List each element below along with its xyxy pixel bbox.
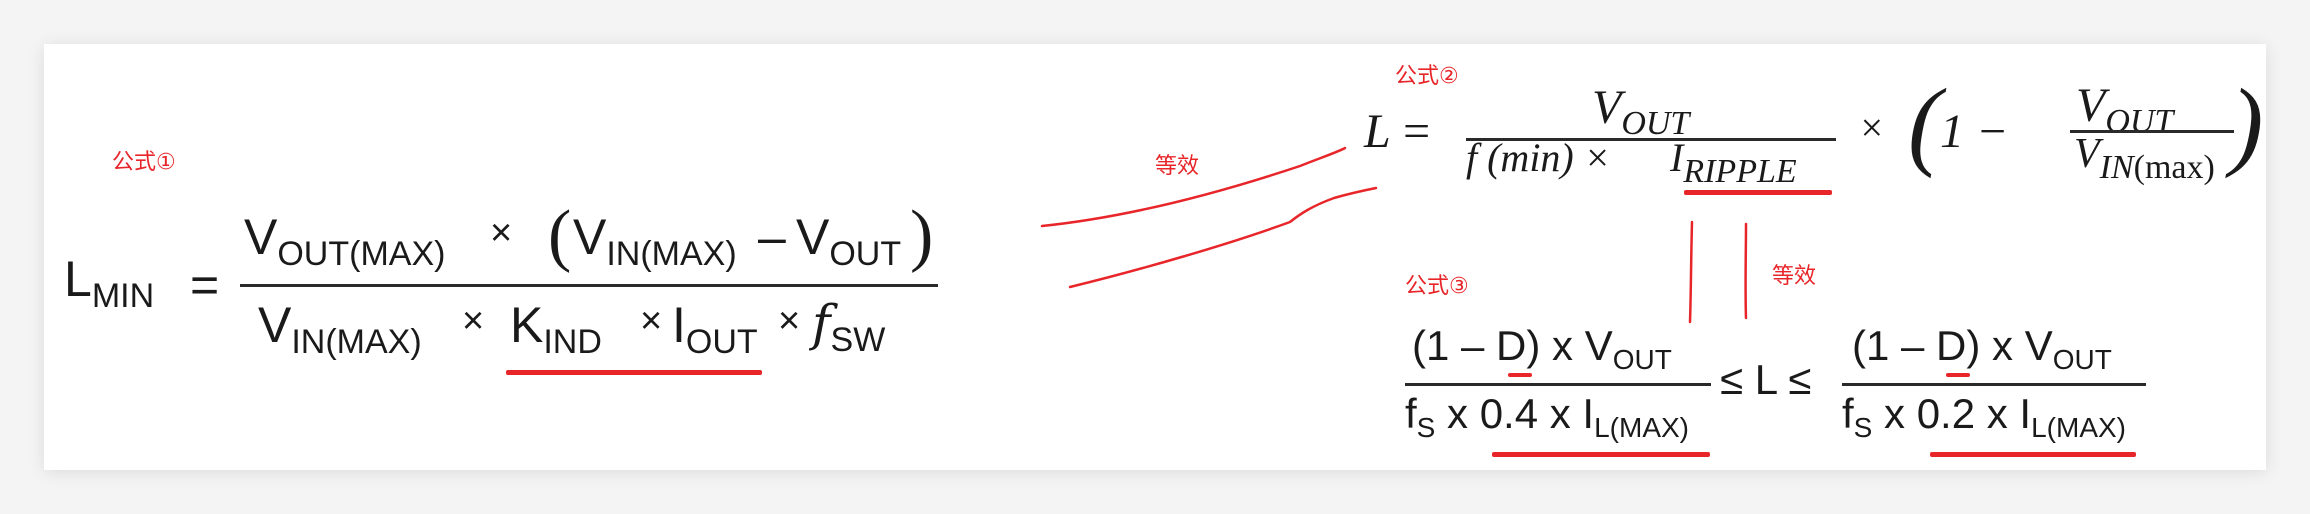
formula1-den-times1: × <box>462 300 485 342</box>
formula1-num-times: × <box>490 212 513 254</box>
formula3-right-numerator: (1 – D) x VOUT <box>1852 322 2112 375</box>
formula2-lhs: L <box>1364 105 1391 158</box>
formula1-num-open-paren: ( <box>548 197 572 274</box>
formula1-num-vout: VOUT <box>796 209 902 273</box>
formula2-times: × <box>1858 105 1885 150</box>
formula2-inner-numerator: VOUT <box>2076 79 2174 140</box>
formula2-inner-denominator: VIN(max) <box>2074 131 2215 186</box>
formula3-right-d-underline <box>1946 373 1970 377</box>
formula1-lhs: LMIN <box>64 251 155 315</box>
formula3-left-numerator: (1 – D) x VOUT <box>1412 322 1672 375</box>
formula3-right-coef-underline <box>1930 452 2136 457</box>
formula2-numerator: VOUT <box>1592 81 1690 142</box>
formula1-numerator: VOUT(MAX) <box>244 209 446 273</box>
formula2-open-paren: ( <box>1908 68 1942 179</box>
formula1-den-times3: × <box>778 300 801 342</box>
formula1-den-fsw: fSW <box>812 294 886 359</box>
formula1-num-vin: VIN(MAX) <box>573 209 737 273</box>
formula1-fraction-bar <box>240 284 938 287</box>
formula3-left-fraction-bar <box>1405 383 1711 386</box>
formula3-left-d-underline <box>1508 373 1532 377</box>
formula3-right-denominator: fS x 0.2 x IL(MAX) <box>1842 390 2126 443</box>
formula1-tag: 公式① <box>112 150 176 175</box>
formula2-tag: 公式② <box>1395 64 1459 89</box>
formula2-close-paren: ) <box>2230 68 2264 179</box>
formula2-fraction-bar <box>1466 138 1836 141</box>
formula2-equals: = <box>1400 105 1433 158</box>
formula2-iripple-underline <box>1684 190 1832 195</box>
formula1-kind-underline <box>506 370 762 375</box>
formula1-den-kind: KIND <box>510 297 602 361</box>
formula3-left-denominator: fS x 0.4 x IL(MAX) <box>1405 390 1689 443</box>
equiv-left-label: 等效 <box>1155 154 1200 179</box>
formula3-tag: 公式③ <box>1405 274 1469 299</box>
formula2-inner-fraction-bar <box>2070 130 2234 133</box>
equiv-right-label: 等效 <box>1772 264 1817 289</box>
formula-card <box>44 44 2266 470</box>
formula1-num-close-paren: ) <box>910 197 934 274</box>
formula3-left-coef-underline <box>1492 452 1710 457</box>
formula1-den-vin: VIN(MAX) <box>258 297 422 361</box>
formula3-inequality: ≤ L ≤ <box>1720 356 1812 403</box>
formula1-num-minus: – <box>758 209 786 265</box>
formula1-den-times2: × <box>640 300 663 342</box>
formula2-one-minus: 1 − <box>1940 105 2009 158</box>
formula2-den-iripple: IRIPPLE <box>1670 135 1797 190</box>
formula1-equals: = <box>190 257 220 313</box>
formula3-right-fraction-bar <box>1842 383 2146 386</box>
formula1-den-iout: IOUT <box>672 297 758 361</box>
formula2-den-f: f (min) × <box>1466 135 1611 180</box>
